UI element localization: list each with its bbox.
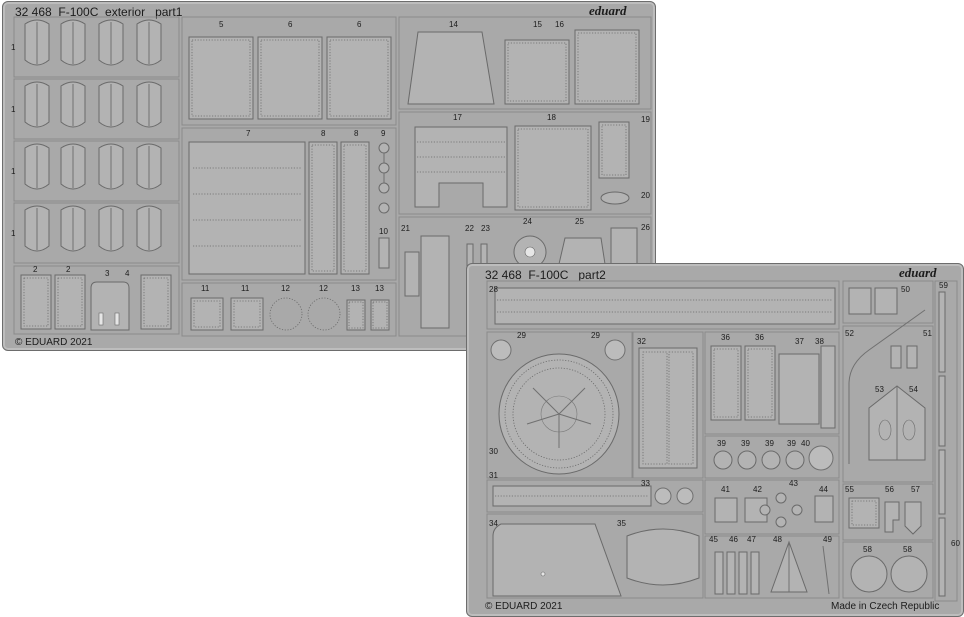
part-number: 8	[321, 129, 326, 138]
fret1-brand-logo: eduard	[589, 3, 627, 18]
part-number: 1	[11, 105, 16, 114]
part-number: 6	[357, 20, 362, 29]
part-number: 36	[755, 333, 764, 342]
part-number: 3	[105, 269, 110, 278]
part-number: 46	[729, 535, 738, 544]
part-number: 21	[401, 224, 410, 233]
part-number: 33	[641, 479, 650, 488]
part-number: 39	[741, 439, 750, 448]
part-number: 4	[125, 269, 130, 278]
part-number: 39	[717, 439, 726, 448]
part-number: 47	[747, 535, 756, 544]
part-number: 18	[547, 113, 556, 122]
part-number: 34	[489, 519, 498, 528]
fret1-title: 32 468 F-100C exterior part1	[15, 5, 183, 19]
part-number: 1	[11, 43, 16, 52]
part-number: 51	[923, 329, 932, 338]
part-number: 8	[354, 129, 359, 138]
part-number: 54	[909, 385, 918, 394]
part-number: 23	[481, 224, 490, 233]
part-number: 20	[641, 191, 650, 200]
part-number: 28	[489, 285, 498, 294]
part-number: 50	[901, 285, 910, 294]
part-number: 57	[911, 485, 920, 494]
part-number: 59	[939, 281, 948, 290]
part-number: 37	[795, 337, 804, 346]
part-number: 5	[219, 20, 224, 29]
part-number: 55	[845, 485, 854, 494]
part-number: 30	[489, 447, 498, 456]
part-number: 9	[381, 129, 386, 138]
fret2-brand-logo: eduard	[899, 265, 937, 280]
fret2-title: 32 468 F-100C part2	[485, 268, 606, 282]
part-number: 25	[575, 217, 584, 226]
part-number: 52	[845, 329, 854, 338]
part-number: 13	[375, 284, 384, 293]
part-number: 44	[819, 485, 828, 494]
part-number: 6	[288, 20, 293, 29]
part-number: 39	[787, 439, 796, 448]
part-number: 41	[721, 485, 730, 494]
part-number: 39	[765, 439, 774, 448]
part-number: 12	[319, 284, 328, 293]
part-number: 43	[789, 479, 798, 488]
part-number: 38	[815, 337, 824, 346]
part-number: 17	[453, 113, 462, 122]
part-number: 12	[281, 284, 290, 293]
part-number: 22	[465, 224, 474, 233]
part-number: 15	[533, 20, 542, 29]
part-number: 32	[637, 337, 646, 346]
part-number: 48	[773, 535, 782, 544]
fret2-parts-drawing: 28 29 29 30 31 32 33 34 35 36 36 37 38 3…	[486, 280, 960, 602]
part-number: 19	[641, 115, 650, 124]
part-1-group	[24, 19, 162, 252]
part-number: 7	[246, 129, 251, 138]
part-number: 29	[591, 331, 600, 340]
part-number: 45	[709, 535, 718, 544]
fret2-copyright: © EDUARD 2021	[485, 601, 563, 612]
photo-etch-fret-part1: 32 468 F-100C exterior part1 eduard © ED…	[2, 1, 656, 351]
part-number: 53	[875, 385, 884, 394]
fret1-parts-drawing: 1 1 1 1 2 2 3 4 5 6 6 7 8 8 9 10 11 11 1…	[11, 16, 652, 337]
part-number: 24	[523, 217, 532, 226]
part-number: 49	[823, 535, 832, 544]
part-number: 1	[11, 167, 16, 176]
part-number: 60	[951, 539, 960, 548]
part-number: 2	[66, 265, 71, 274]
part-number: 1	[11, 229, 16, 238]
part-number: 42	[753, 485, 762, 494]
fret2-made-in: Made in Czech Republic	[831, 601, 940, 612]
part-number: 10	[379, 227, 388, 236]
part-number: 16	[555, 20, 564, 29]
part-number: 35	[617, 519, 626, 528]
part-number: 40	[801, 439, 810, 448]
part-number: 13	[351, 284, 360, 293]
fret1-copyright: © EDUARD 2021	[15, 337, 93, 348]
part-number: 58	[903, 545, 912, 554]
part-number: 56	[885, 485, 894, 494]
part-number: 58	[863, 545, 872, 554]
part-number: 11	[201, 284, 210, 293]
part-number: 2	[33, 265, 38, 274]
part-number: 36	[721, 333, 730, 342]
part-number: 31	[489, 471, 498, 480]
part-number: 11	[241, 284, 250, 293]
part-number: 26	[641, 223, 650, 232]
part-number: 14	[449, 20, 458, 29]
photo-etch-fret-part2: 32 468 F-100C part2 eduard © EDUARD 2021…	[466, 263, 964, 617]
part-number: 29	[517, 331, 526, 340]
